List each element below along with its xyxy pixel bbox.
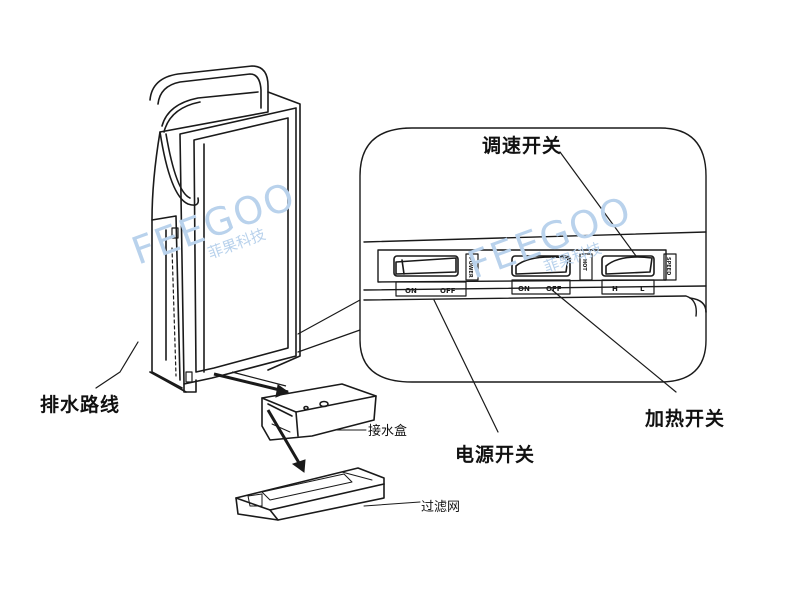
power-on-text: ON [405, 287, 417, 295]
switch-panel [363, 231, 707, 317]
power-off-text: OFF [440, 287, 456, 295]
speed-vertical-label: SPEED [665, 257, 671, 275]
speed-switch-label: 调速开关 [482, 135, 563, 157]
zoom-callout [359, 127, 707, 383]
drain-route-label: 排水路线 [40, 394, 121, 416]
heat-switch-label: 加热开关 [645, 408, 726, 430]
filter-mesh [235, 467, 385, 521]
hand-dryer [149, 65, 301, 393]
heat-on-text: ON [518, 285, 530, 293]
hot-vertical-label: HOT [581, 259, 587, 271]
speed-high-text: H [612, 285, 618, 293]
power-vertical-label: POWER [467, 257, 473, 278]
speed-low-text: L [640, 285, 645, 293]
water-tray [261, 383, 377, 441]
drain-arrows [213, 371, 306, 473]
heat-off-text: OFF [546, 285, 562, 293]
power-switch-label: 电源开关 [455, 444, 536, 466]
filter-mesh-label: 过滤网 [421, 500, 461, 515]
water-tray-label: 接水盒 [368, 424, 408, 439]
